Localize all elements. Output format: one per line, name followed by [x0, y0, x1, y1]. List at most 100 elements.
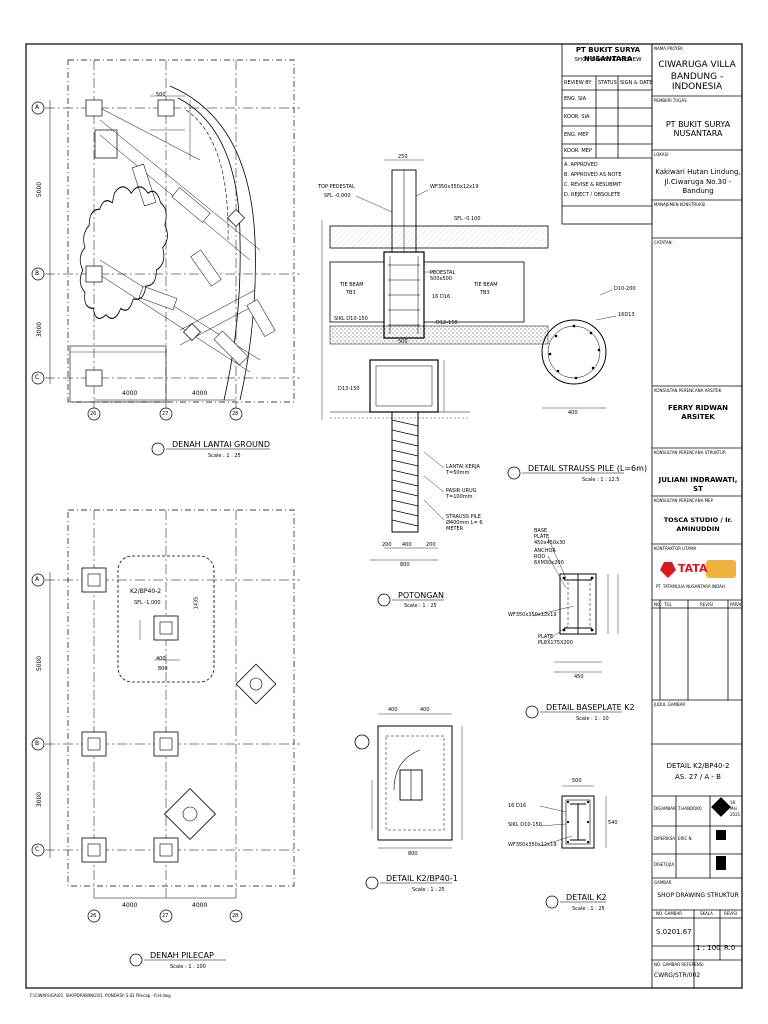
- status-reject: D. REJECT / OBSOLETE: [564, 192, 621, 198]
- plan2-scale: Scale : 1 : 100: [170, 964, 206, 970]
- dim-4000-b1: 4000: [192, 390, 208, 397]
- dim-3000-2: 3000: [36, 791, 44, 808]
- contractor-label: KONTRAKTOR UTAMA: [654, 546, 697, 551]
- rev-label: REVISI: [724, 911, 737, 916]
- file-path-footer: F:\CIWARUGA\01. SHOPDRAWING\01. PONDASI\…: [30, 993, 171, 998]
- label-tie-beam-1: TIE BEAM: [340, 282, 364, 288]
- review-row-eng-mep: ENG. MEP: [564, 132, 589, 138]
- sheet-title-line2: AS. 27 / A - B: [675, 773, 721, 781]
- label-tb3-2: TB3: [480, 290, 490, 296]
- label-plate: PLATE PL8X175X200: [538, 634, 573, 646]
- contractor-name: PT. TATAMULIA NUSANTARA INDAH: [656, 584, 725, 589]
- project-name-line2: BANDUNG - INDONESIA: [670, 72, 724, 92]
- owner-name: PT BUKIT SURYA NUSANTARA: [665, 120, 731, 138]
- sig-date: 18 Mei 2021: [730, 800, 741, 817]
- dim-3000-1: 3000: [36, 321, 44, 338]
- grid-col-26-1: 26: [90, 411, 97, 417]
- detail-k2-bp40-1: [371, 713, 463, 849]
- label-pasir-urug: PASIR URUG T=100mm: [446, 488, 477, 500]
- architect-name: FERRY RIDWAN ARSITEK: [668, 404, 728, 421]
- grid-col-28-2: 28: [232, 913, 239, 919]
- review-header-by: REVIEW BY: [564, 80, 592, 86]
- label-tie-beam-2: TIE BEAM: [474, 282, 498, 288]
- k2bp-title: DETAIL K2/BP40-1: [386, 874, 458, 883]
- label-strauss-pile: STRAUSS PILE Ø400mm L= 6 METER: [446, 514, 483, 532]
- project-label: NAMA PROYEK: [654, 46, 683, 51]
- grid-row-a-1: A: [35, 104, 40, 111]
- review-subtitle: SHOP DRAWING REVIEW: [574, 57, 642, 63]
- label-sfl100: SFL -0.100: [454, 216, 481, 222]
- label-k2-bp40-2: K2/BP40-2: [130, 588, 162, 595]
- label-sikl: SIKL D10-150: [334, 316, 368, 322]
- plan-lantai-ground: [31, 59, 300, 421]
- label-lantai-kerja: LANTAI KERJA T=50mm: [446, 464, 480, 476]
- plan1-scale: Scale : 1 : 25: [208, 453, 241, 459]
- grid-row-c-1: C: [35, 374, 40, 381]
- sig-drawn-name: T.HANDOKO: [678, 806, 702, 811]
- title-block-frame: [561, 43, 743, 989]
- dim-section-200a: 200: [382, 542, 392, 548]
- k2-title: DETAIL K2: [566, 893, 607, 902]
- grid-col-28-1: 28: [232, 411, 239, 417]
- location-line2: Jl.Ciwaruga No.30 - Bandung: [664, 178, 732, 195]
- label-anchor: ANCHOR ROD 6XM30x200: [534, 548, 564, 566]
- grid-row-a-2: A: [35, 576, 40, 583]
- dim-strauss-400: 400: [568, 410, 578, 416]
- baseplate-scale: Scale : 1 : 10: [576, 716, 609, 722]
- dim-baseplate-450: 450: [574, 674, 584, 680]
- dim-plan-500: 500: [156, 92, 166, 98]
- grid-col-27-1: 27: [162, 411, 169, 417]
- dim-section-500: 500: [398, 339, 408, 345]
- status-approved-note: B. APPROVED AS NOTE: [564, 172, 622, 178]
- project-name-line1: CIWARUGA VILLA: [658, 60, 736, 70]
- grid-row-c-2: C: [35, 846, 40, 853]
- dim-4000-b2: 4000: [192, 902, 208, 909]
- strauss-title: DETAIL STRAUSS PILE (L=6m): [528, 464, 648, 473]
- contractor-logo: TATA: [678, 562, 708, 575]
- plan1-title: DENAH LANTAI GROUND: [172, 440, 271, 449]
- baseplate-title: DETAIL BASEPLATE K2: [546, 703, 635, 712]
- sig-drawn-role: DIGAMBAR: [654, 806, 676, 811]
- owner-label: PEMBERI TUGAS: [654, 98, 687, 103]
- label-sfl-box: SFL -1.000: [134, 600, 161, 606]
- dim-k2bp-400a: 400: [388, 707, 398, 713]
- label-base-plate: BASE PLATE 450x450x30: [534, 528, 566, 546]
- scale-label: SKALA: [700, 911, 713, 916]
- review-header-sign: SIGN & DATE: [620, 80, 653, 86]
- dim-section-200b: 200: [426, 542, 436, 548]
- no-label: NO. GAMBAR: [656, 911, 683, 916]
- dim-k2-500: 500: [572, 778, 582, 784]
- label-16d16-k2: 16 D16: [508, 803, 527, 809]
- dim-4000-a1: 4000: [122, 390, 138, 397]
- label-sikl-k2: SIKL D10-150: [508, 822, 542, 828]
- drawing-rev: R.0: [724, 944, 736, 952]
- label-wf-section: WF350x350x12x19: [430, 184, 479, 190]
- label-pedestal-rebar: 16 D16: [432, 294, 451, 300]
- revision-paraf: PARAF: [730, 602, 743, 607]
- label-d10-200: D10-200: [614, 286, 636, 292]
- label-tb3-1: TB3: [346, 290, 356, 296]
- detail-baseplate-k2: [531, 537, 619, 673]
- mep-label: KONSULTAN PERENCANA MEP: [654, 498, 713, 503]
- drawing-scale: 1 : 100: [696, 944, 721, 952]
- grid-row-b-1: B: [35, 270, 40, 277]
- label-16d13: 16D13: [618, 312, 635, 318]
- strauss-scale: Scale : 1 : 12.5: [582, 477, 620, 483]
- dim-k2bp-800: 800: [408, 851, 418, 857]
- ref-label: NO. GAMBAR REFERENSI: [654, 962, 704, 967]
- structure-label: KONSULTAN PERENCANA STRUKTUR: [654, 450, 726, 455]
- mep-name: TOSCA STUDIO / Ir. AMINUDDIN: [663, 516, 733, 533]
- notes-label: CATATAN :: [654, 240, 675, 245]
- dim-section-top: 250: [398, 154, 408, 160]
- dim-k2-540: 540: [608, 820, 618, 826]
- revision-date: TGL: [664, 602, 672, 607]
- architect-label: KONSULTAN PERENCANA ARSITEK: [654, 388, 722, 393]
- label-wf-baseplate: WF350x350x12x19: [508, 612, 557, 618]
- sheet-border: [25, 43, 743, 989]
- detail-k2: [539, 785, 607, 849]
- sheet-title-line1: DETAIL K2/BP40-2: [666, 762, 730, 770]
- sig-approved-role: DISETUJUI: [654, 862, 674, 867]
- label-d12: D12-150: [436, 320, 458, 326]
- dim-pilecap-800: 800: [158, 666, 168, 672]
